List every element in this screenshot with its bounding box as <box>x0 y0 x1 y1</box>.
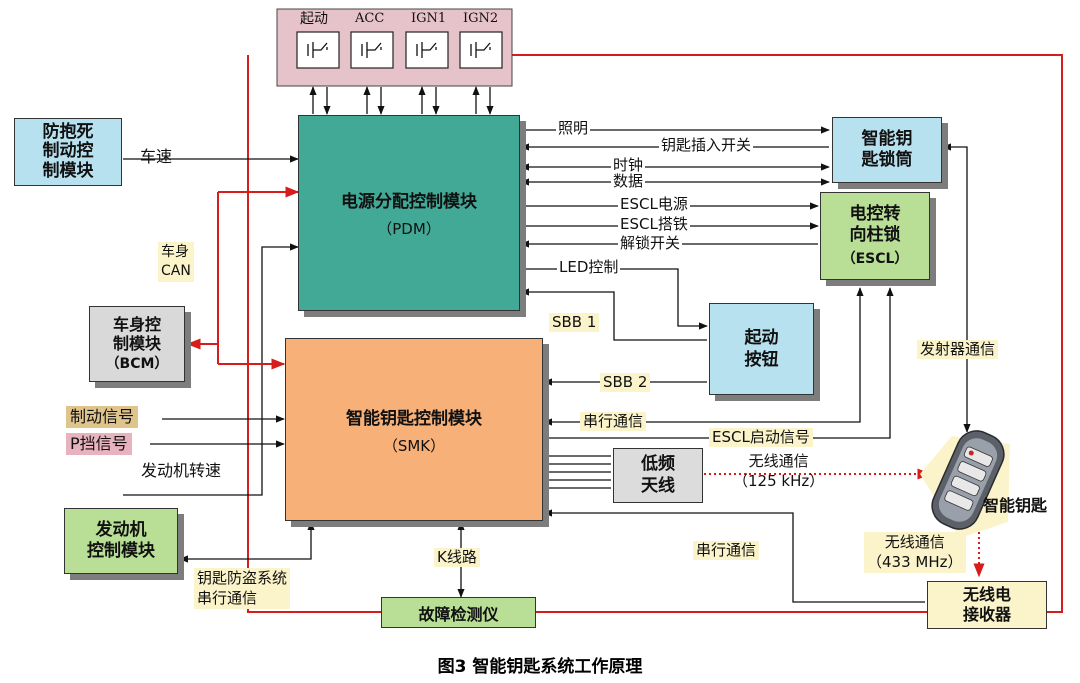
smk-module: 智能钥匙控制模块 （SMK） <box>285 338 543 521</box>
label-vehicle-speed: 车速 <box>140 147 173 166</box>
bcm-abbr: （BCM） <box>105 356 169 373</box>
smk-abbr: （SMK） <box>382 436 446 455</box>
bcm-name: 车身控 制模块 <box>112 314 161 353</box>
pdm-module: 电源分配控制模块 （PDM） <box>298 115 520 311</box>
smk-name: 智能钥匙控制模块 <box>346 408 482 429</box>
label-led-control: LED控制 <box>557 258 621 276</box>
escl-module: 电控转 向柱锁 （ESCL） <box>820 192 930 280</box>
diagnostic-tool-module: 故障检测仪 <box>381 597 536 628</box>
switch-label-ign1: IGN1 <box>411 11 447 26</box>
label-k-line: K线路 <box>434 548 480 567</box>
label-sbb1: SBB 1 <box>549 313 600 332</box>
label-wireless-lf: 无线通信 （125 kHz） <box>733 452 825 491</box>
key-cylinder-module: 智能钥 匙锁筒 <box>832 117 942 183</box>
lf-antenna-module: 低频 天线 <box>613 448 703 503</box>
start-button-module: 起动 按钮 <box>709 303 814 395</box>
label-immobilizer-comm: 钥匙防盗系统 串行通信 <box>194 568 291 609</box>
label-brake-signal: 制动信号 <box>66 406 139 428</box>
switch-label-start: 起动 <box>300 11 328 27</box>
label-p-gear-signal: P挡信号 <box>66 433 132 455</box>
label-engine-speed: 发动机转速 <box>141 461 222 480</box>
label-key-insert-switch: 钥匙插入开关 <box>659 136 754 154</box>
abs-module: 防抱死 制动控 制模块 <box>14 118 122 186</box>
label-body-can: 车身 CAN <box>158 242 194 282</box>
receiver-module: 无线电 接收器 <box>927 581 1047 629</box>
label-unlock-switch: 解锁开关 <box>618 234 683 252</box>
figure-caption: 图3 智能钥匙系统工作原理 <box>437 657 643 677</box>
smart-key-label: 智能钥匙 <box>983 496 1048 515</box>
ecm-module: 发动机 控制模块 <box>64 508 178 574</box>
label-serial-comm-2: 串行通信 <box>693 541 760 560</box>
label-wireless-rf: 无线通信 （433 MHz） <box>864 532 966 573</box>
bcm-module: 车身控 制模块 （BCM） <box>89 306 185 382</box>
escl-name: 电控转 向柱锁 <box>849 203 901 245</box>
label-clock: 时钟 <box>611 156 646 174</box>
label-escl-start-signal: ESCL启动信号 <box>709 428 813 447</box>
pdm-name: 电源分配控制模块 <box>341 192 477 212</box>
smart-key-icon <box>920 430 1010 538</box>
label-escl-ground: ESCL搭铁 <box>618 215 690 233</box>
escl-abbr: （ESCL） <box>841 251 909 268</box>
label-lighting: 照明 <box>556 119 591 137</box>
label-serial-comm: 串行通信 <box>580 412 647 431</box>
label-data: 数据 <box>611 172 646 190</box>
label-escl-power: ESCL电源 <box>618 195 690 213</box>
switch-label-acc: ACC <box>355 11 385 26</box>
label-sbb2: SBB 2 <box>600 373 651 392</box>
switch-label-ign2: IGN2 <box>463 11 499 26</box>
pdm-abbr: （PDM） <box>377 220 441 238</box>
label-transmitter-comm: 发射器通信 <box>917 340 999 359</box>
